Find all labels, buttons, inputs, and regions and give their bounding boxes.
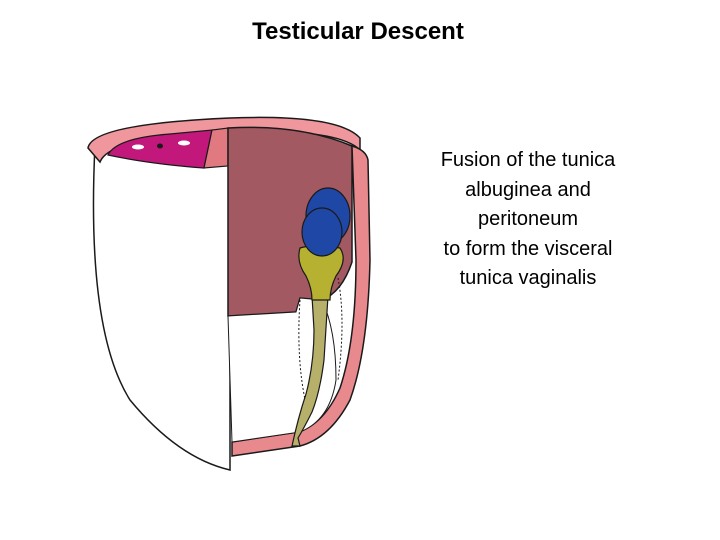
dashed-outline-inner <box>337 277 343 381</box>
caption-line-1: Fusion of the tunica <box>440 149 616 171</box>
dashed-outline-outer <box>298 299 307 405</box>
caption: Fusion of the tunica albuginea and perit… <box>392 146 664 294</box>
gubernaculum-cord <box>291 295 329 447</box>
slide-title: Testicular Descent <box>252 18 464 45</box>
muscle-dot-center <box>157 143 163 149</box>
testis-front <box>301 207 343 257</box>
muscle-oval-left <box>132 144 144 150</box>
muscle-oval-right <box>178 140 190 146</box>
caption-line-5: tunica vaginalis <box>459 267 597 289</box>
caption-line-3: peritoneum <box>477 208 579 230</box>
caption-line-2: albuginea and <box>465 178 591 201</box>
body-front-surface <box>92 127 231 471</box>
lateral-body-wall <box>231 144 371 457</box>
caption-line-4: to form the visceral <box>443 237 613 260</box>
